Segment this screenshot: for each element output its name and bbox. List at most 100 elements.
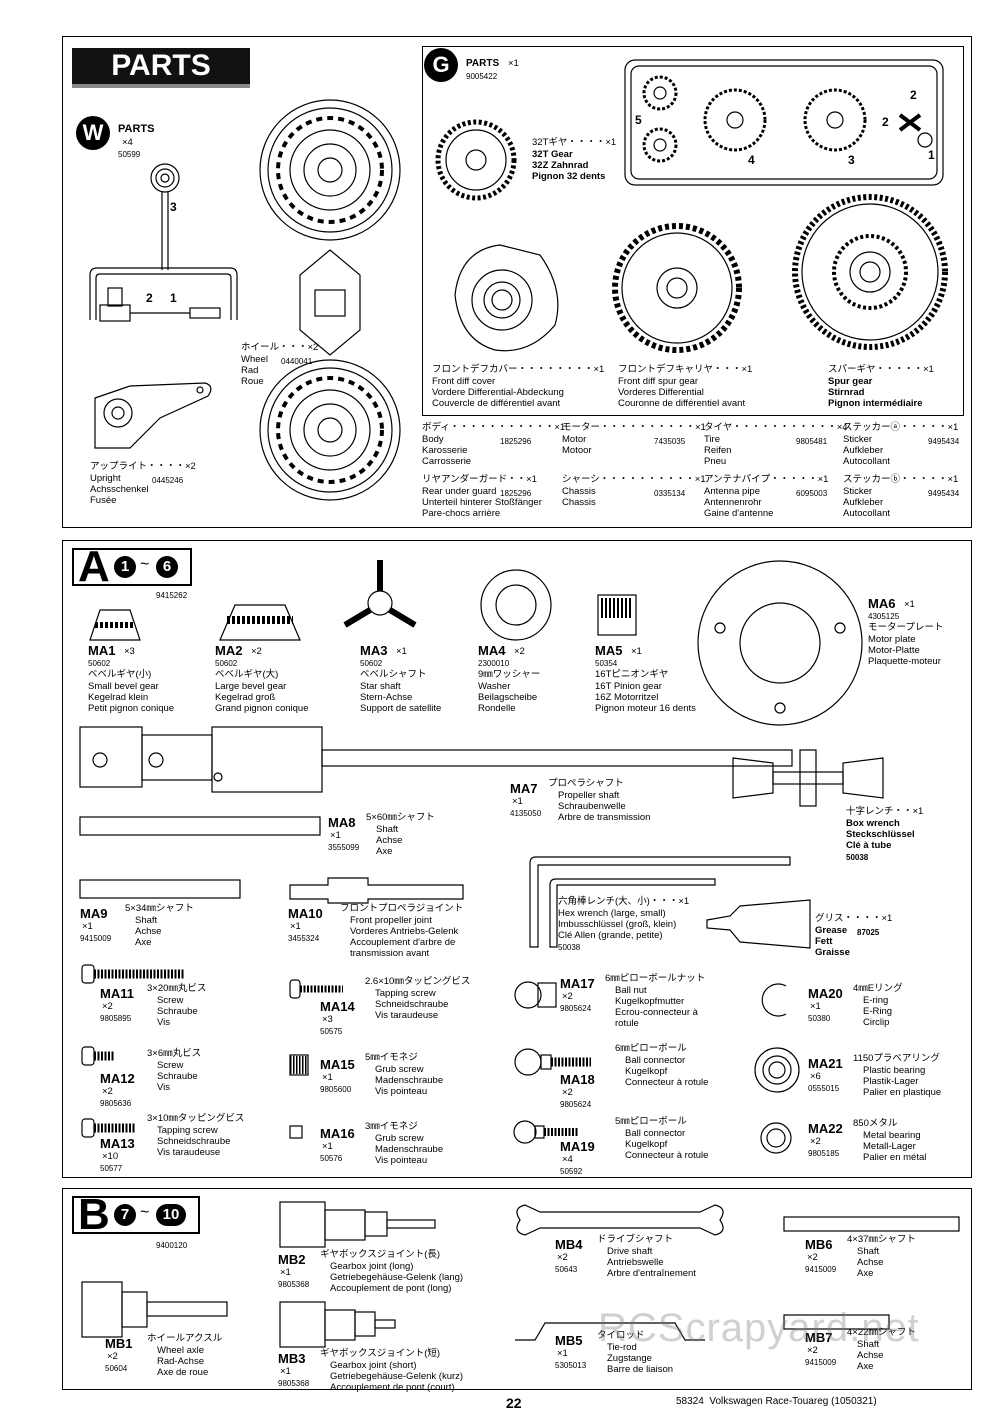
part-jp: 6㎜ピローボールナット: [605, 973, 706, 984]
part-code: 50643: [555, 1265, 578, 1274]
spur-gear-jp: スパーギヤ・・・・・×1: [828, 364, 934, 375]
hex-wrench-de: Imbusschlüssel (groß, klein): [558, 919, 677, 930]
front-diff-cover-drawing: [454, 244, 559, 352]
part-de: Schraubenwelle: [558, 801, 626, 812]
part-code: 9805636: [100, 1099, 132, 1108]
part-code: 50604: [105, 1364, 128, 1373]
part-fr: Pignon moteur 16 dents: [595, 703, 696, 714]
part-en: Front propeller joint: [350, 915, 432, 926]
g-parts-title: PARTS: [466, 58, 500, 69]
front-diff-spur-fr: Couronne de différentiel avant: [618, 398, 746, 409]
part-code: 9805368: [278, 1379, 310, 1388]
part-de: E-Ring: [863, 1006, 893, 1017]
part-en: Shaft: [857, 1339, 880, 1350]
misc-fr: Pneu: [704, 456, 727, 467]
misc-en: Sticker: [843, 486, 873, 497]
ball-connector-5mm-drawing: [513, 1120, 579, 1144]
part-en: Plastic bearing: [863, 1065, 926, 1076]
parts-header-banner: [72, 48, 250, 88]
part-en: Tapping screw: [375, 988, 436, 999]
part-en: Shaft: [857, 1246, 880, 1257]
part-en: Shaft: [376, 824, 399, 835]
part-qty: ×1: [290, 921, 301, 932]
part-code: 4305125: [868, 612, 900, 621]
misc-en: Motor: [562, 434, 587, 445]
box-wrench-jp: 十字レンチ・・×1: [846, 806, 924, 817]
part-fr: Vis: [157, 1082, 171, 1093]
wheel-en: Wheel: [241, 354, 268, 365]
part-de: Stern-Achse: [360, 692, 413, 703]
parts-header-title: PARTS: [111, 49, 211, 82]
part-en: Ball nut: [615, 985, 647, 996]
misc-en: Rear under guard: [422, 486, 497, 497]
part-code: 9805624: [560, 1004, 592, 1013]
hex-wrench-en: Hex wrench (large, small): [558, 908, 666, 919]
part-code: 9805600: [320, 1085, 352, 1094]
part-en: Star shaft: [360, 681, 401, 692]
grease-code: 87025: [857, 928, 880, 937]
part-fr: Axe: [376, 846, 393, 857]
part-fr: Accouplement de pont (court): [330, 1382, 455, 1393]
g-parts-badge: G: [424, 48, 458, 82]
part-fr: Axe de roue: [157, 1367, 209, 1378]
front-diff-spur-jp: フロントデフキャリヤ・・・×1: [618, 364, 753, 375]
g-num-2b: 2: [882, 115, 889, 129]
part-de: Schraube: [157, 1006, 198, 1017]
part-qty: ×2: [810, 1136, 821, 1147]
part-id: MA6: [868, 596, 896, 611]
part-fr: Plaquette-moteur: [868, 656, 941, 667]
bevel-gear-small-drawing: [89, 609, 141, 641]
part-en: Ball connector: [625, 1055, 686, 1066]
front-diff-spur-en: Front diff spur gear: [618, 376, 699, 387]
part-jp: 6㎜ピローボール: [615, 1043, 687, 1054]
part-en: Grub screw: [375, 1133, 424, 1144]
part-qty: ×2: [562, 1087, 573, 1098]
bag-b-step-to: 10: [156, 1204, 186, 1226]
part-id: MA12: [100, 1071, 135, 1086]
bag-b-tilde: ~: [140, 1204, 150, 1221]
part-fr: Support de satellite: [360, 703, 442, 714]
hex-wrench-jp: 六角棒レンチ(大、小)・・・×1: [558, 896, 690, 907]
part-qty: ×1: [904, 599, 915, 610]
upright-fr: Fusée: [90, 495, 117, 506]
part-id: MA19: [560, 1139, 595, 1154]
bag-a-letter: A: [78, 542, 110, 591]
part-jp: ベベルギヤ(小): [88, 669, 152, 680]
grease-en: Grease: [815, 925, 848, 936]
part-de: Kegelrad groß: [215, 692, 276, 703]
part-jp: 5×34㎜シャフト: [125, 903, 194, 914]
part-qty: ×1: [512, 796, 523, 807]
front-diff-cover-jp: フロントデフカバー・・・・・・・・×1: [432, 364, 605, 375]
hex-wrench-fr: Clé Allen (grande, petite): [558, 930, 663, 941]
part-code: 3455324: [288, 934, 320, 943]
part-code: 50354: [595, 659, 618, 668]
screw-3x20-drawing: [81, 964, 185, 984]
misc-code: 1825296: [500, 437, 532, 446]
part-code: 5305013: [555, 1361, 587, 1370]
misc-de: Unterteil hinterer Stoßfänger: [422, 497, 542, 508]
part-code: 50380: [808, 1014, 831, 1023]
part-id: MA17: [560, 976, 595, 991]
part-code: 9805895: [100, 1014, 132, 1023]
washer-drawing: [480, 569, 552, 641]
wheel-fr: Roue: [241, 376, 264, 387]
part-qty: ×6: [810, 1071, 821, 1082]
part-qty: ×2: [807, 1345, 818, 1356]
part-qty: ×2: [107, 1351, 118, 1362]
part-en: Tapping screw: [157, 1125, 218, 1136]
wheel-de: Rad: [241, 365, 259, 376]
part-de: Kegelrad klein: [88, 692, 149, 703]
part-jp: 16Tピニオンギヤ: [595, 669, 669, 680]
part-id: MA10: [288, 906, 323, 921]
g-parts-code: 9005422: [466, 72, 498, 81]
part-code: 50592: [560, 1167, 583, 1176]
part-en: Gearbox joint (long): [330, 1261, 414, 1272]
misc-jp: モーター・・・・・・・・・・×1: [562, 422, 706, 433]
part-jp: 2.6×10㎜タッピングビス: [365, 976, 471, 987]
box-wrench-code: 50038: [846, 853, 869, 862]
part-fr: Vis: [157, 1017, 171, 1028]
part-qty: ×2: [807, 1252, 818, 1263]
part-en: Large bevel gear: [215, 681, 287, 692]
part-fr: Connecteur à rotule: [625, 1077, 709, 1088]
part-qty: ×3: [322, 1014, 333, 1025]
